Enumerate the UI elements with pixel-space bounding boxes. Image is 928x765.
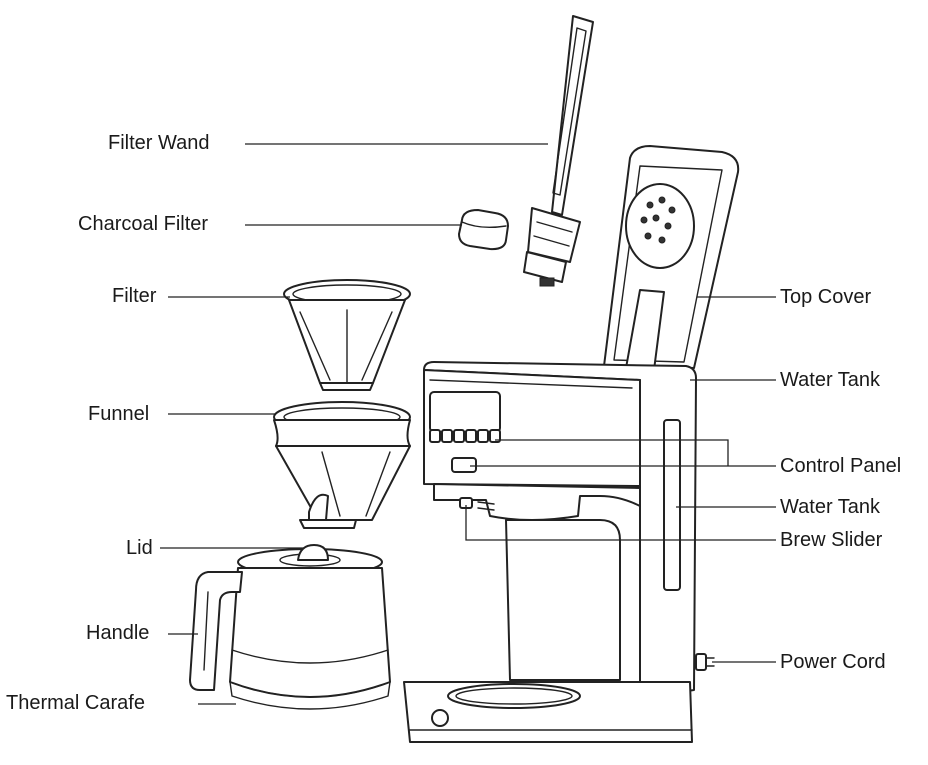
filter-drawing bbox=[284, 280, 410, 390]
label-filter-wand: Filter Wand bbox=[108, 131, 210, 155]
label-funnel: Funnel bbox=[88, 402, 149, 426]
label-brew-slider: Brew Slider bbox=[780, 528, 882, 552]
label-water-tank-side: Water Tank bbox=[780, 495, 880, 519]
label-lid: Lid bbox=[126, 536, 153, 560]
funnel-drawing bbox=[274, 402, 410, 528]
label-top-cover: Top Cover bbox=[780, 285, 871, 309]
charcoal-filter-drawing bbox=[459, 210, 508, 249]
carafe-drawing bbox=[190, 545, 390, 709]
label-water-tank-top: Water Tank bbox=[780, 368, 880, 392]
filter-wand-drawing bbox=[524, 16, 593, 286]
label-filter: Filter bbox=[112, 284, 156, 308]
label-control-panel: Control Panel bbox=[780, 454, 901, 478]
label-handle: Handle bbox=[86, 621, 149, 645]
label-power-cord: Power Cord bbox=[780, 650, 886, 674]
label-thermal-carafe: Thermal Carafe bbox=[6, 691, 145, 715]
label-charcoal-filter: Charcoal Filter bbox=[78, 212, 208, 236]
